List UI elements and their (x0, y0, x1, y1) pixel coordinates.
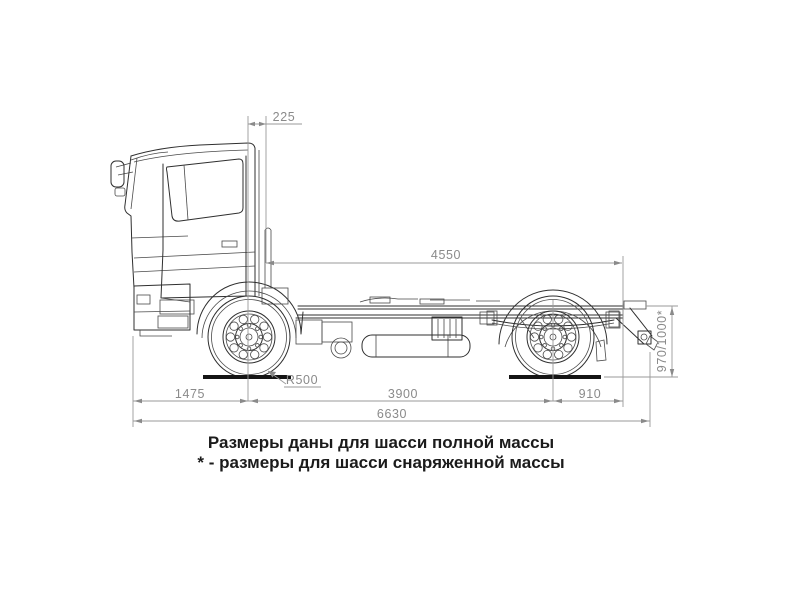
air-intake-stack (261, 227, 289, 305)
dim-label-4550: 4550 (431, 248, 461, 262)
dim-label-970-1000: 970/1000* (655, 310, 669, 372)
ground-line-front (203, 375, 291, 379)
front-bumper (133, 283, 191, 337)
dimension-r500: R500 (267, 370, 321, 388)
dimension-1475-3900-910: 1475 3900 910 (133, 387, 623, 404)
dimension-6630: 6630 (133, 407, 650, 424)
note-line-1: Размеры даны для шасси полной массы (208, 433, 554, 452)
dim-label-r500: R500 (286, 373, 318, 387)
dimension-225: 225 (248, 110, 302, 127)
dim-label-3900: 3900 (388, 387, 418, 401)
mudflap (595, 339, 607, 362)
fuel-tank (361, 334, 471, 358)
dimension-970-1000: 970/1000* (655, 306, 675, 377)
dimension-lines: 225 4550 1475 3900 910 6630 (132, 110, 678, 427)
cab-mirror (110, 160, 134, 197)
truck-cab (110, 142, 304, 339)
truck-drawing (110, 142, 659, 379)
drawing-notes: Размеры даны для шасси полной массы * - … (197, 433, 564, 472)
door-handle (221, 240, 238, 248)
note-line-2: * - размеры для шасси снаряженной массы (197, 453, 564, 472)
ground-line-rear (509, 375, 601, 379)
dim-label-1475: 1475 (175, 387, 205, 401)
chassis-frame (295, 296, 624, 321)
dim-label-6630: 6630 (377, 407, 407, 421)
tow-coupling (605, 300, 659, 351)
underframe-equipment (295, 311, 495, 359)
cab-door-window (166, 158, 244, 222)
front-wheel (207, 295, 291, 379)
fog-lamp (136, 294, 151, 305)
dim-label-910: 910 (579, 387, 602, 401)
dimension-4550: 4550 (266, 248, 622, 266)
battery-box (431, 316, 463, 341)
dim-label-225: 225 (273, 110, 296, 124)
